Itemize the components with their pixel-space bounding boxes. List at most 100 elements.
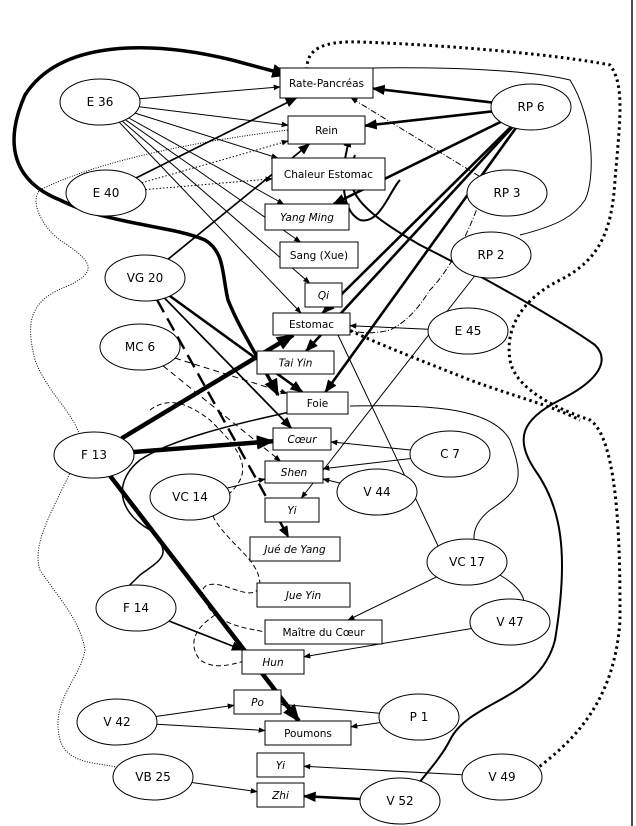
point-ellipse [76, 698, 158, 746]
point-node-rp3: RP 3 [466, 169, 548, 217]
edge-f13-to-coeur [133, 435, 275, 455]
target-rect [279, 67, 374, 99]
target-label: Shen [281, 467, 307, 479]
point-ellipse [104, 254, 186, 302]
target-box-zhi: Zhi [256, 782, 305, 808]
target-box-rein: Rein [287, 115, 366, 145]
target-rect [304, 282, 343, 308]
edge-vb25-to-zhi [191, 782, 258, 794]
point-ellipse [95, 584, 177, 632]
target-label: Zhi [271, 790, 289, 802]
point-node-mc6: MC 6 [99, 323, 181, 371]
target-label: Chaleur Estomac [284, 169, 373, 181]
edge-e36-to-rein [139, 106, 289, 128]
edge-e40-to-rein [141, 140, 289, 184]
target-label: Yi [287, 505, 296, 517]
target-box-coeur: Cœur [272, 427, 332, 451]
target-label: Jué de Yang [262, 544, 326, 556]
point-label: RP 6 [517, 100, 544, 114]
point-node-rp2: RP 2 [450, 231, 532, 279]
target-label: Sang (Xue) [290, 250, 348, 262]
point-ellipse [490, 83, 572, 131]
target-rect [249, 536, 341, 562]
point-label: RP 3 [493, 186, 520, 200]
point-label: P 1 [410, 710, 429, 724]
edge-rp6-to-ratepancreas [371, 84, 492, 104]
page-right-border [631, 0, 633, 826]
target-label: Foie [307, 398, 328, 410]
edge-rp6-to-rein [363, 110, 492, 130]
point-node-e40: E 40 [65, 169, 147, 217]
point-ellipse [99, 323, 181, 371]
target-label: Yi [276, 760, 285, 772]
point-label: RP 2 [477, 248, 504, 262]
target-label: Maître du Cœur [282, 627, 365, 639]
target-label: Jue Yin [284, 590, 321, 602]
target-label: Cœur [287, 434, 317, 446]
point-ellipse [469, 598, 551, 646]
edge-rp3-to-ratepancreas [350, 97, 480, 177]
target-label: Qi [318, 290, 329, 302]
point-ellipse [409, 430, 491, 478]
target-box-yi1: Yi [264, 497, 320, 523]
target-label: Poumons [284, 728, 332, 740]
point-label: F 14 [123, 601, 149, 615]
edge-v52-to-zhi [302, 791, 361, 802]
edge-v47-to-hun [303, 628, 472, 659]
target-label: Rate-Pancréas [289, 78, 364, 90]
point-node-v49: V 49 [461, 753, 543, 801]
thick-loop-to-rate [231, 58, 290, 78]
point-node-e45: E 45 [427, 307, 509, 355]
edge-rp6-to-foie [324, 127, 517, 394]
target-rect [272, 312, 351, 336]
edge-e45-to-estomac [349, 323, 429, 330]
target-box-shen: Shen [264, 460, 324, 484]
point-label: V 47 [496, 615, 523, 629]
point-node-vg20: VG 20 [104, 254, 186, 302]
point-label: MC 6 [125, 340, 155, 354]
target-label: Yang Ming [280, 212, 334, 224]
edge-f13-to-poumons [108, 474, 301, 723]
edge-c7-to-coeur [330, 439, 411, 451]
point-ellipse [378, 693, 460, 741]
target-rect [256, 752, 305, 778]
edge-v42-to-po [155, 703, 235, 717]
point-label: E 36 [87, 95, 114, 109]
target-rect [286, 391, 349, 415]
point-node-c7: C 7 [409, 430, 491, 478]
point-ellipse [359, 777, 441, 825]
edge-v44-to-shen [322, 477, 341, 484]
edge-e40-to-chaleurestomac [145, 176, 273, 191]
point-node-vb25: VB 25 [112, 753, 194, 801]
edge-vg20-to-foie [169, 294, 304, 394]
edge-vc17-to-maitreducoeur [347, 576, 437, 621]
target-rect [264, 460, 324, 484]
point-ellipse [336, 468, 418, 516]
target-box-estomac: Estomac [272, 312, 351, 336]
target-rect [264, 497, 320, 523]
thin-f13-curve [119, 411, 291, 593]
edge-v49-to-yi2 [303, 763, 463, 776]
point-ellipse [53, 431, 135, 479]
thin-dotted-left-curve [30, 127, 306, 773]
target-rect [279, 241, 359, 269]
point-node-vc17: VC 17 [426, 538, 508, 586]
point-node-rp6: RP 6 [490, 83, 572, 131]
point-label: V 42 [103, 715, 130, 729]
point-node-e36: E 36 [59, 78, 141, 126]
target-box-poumons: Poumons [264, 720, 352, 746]
target-box-chaleurestomac: Chaleur Estomac [271, 157, 386, 191]
target-label: Tai Yin [279, 358, 313, 370]
target-box-maitreducoeur: Maître du Cœur [264, 619, 383, 645]
target-box-taiyin: Tai Yin [256, 350, 335, 375]
target-rect [272, 427, 332, 451]
edge-e36-to-ratepancreas [139, 84, 281, 100]
target-label: Estomac [289, 319, 334, 331]
point-ellipse [461, 753, 543, 801]
target-rect [233, 689, 282, 715]
point-node-v42: V 42 [76, 698, 158, 746]
target-rect [264, 203, 350, 231]
point-label: E 45 [455, 324, 482, 338]
target-rect [256, 782, 305, 808]
point-node-f14: F 14 [95, 584, 177, 632]
